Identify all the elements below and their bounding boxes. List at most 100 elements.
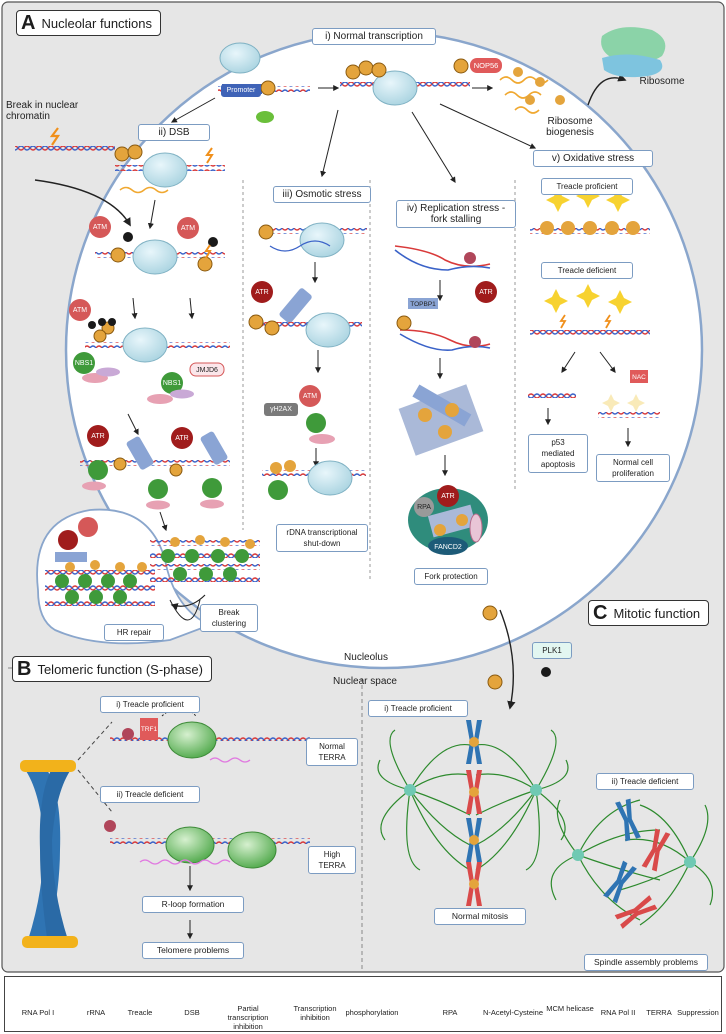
- atr-label: ATR: [175, 435, 189, 442]
- normal-spindle: [377, 729, 569, 871]
- c-proficient-tag: i) Treacle proficient: [368, 700, 468, 717]
- treacle-icon: [453, 58, 469, 74]
- high-terra-tag: High TERRA: [308, 846, 356, 874]
- rpa-label: RPA: [417, 504, 431, 511]
- break-clustering-tag: Break clustering: [200, 604, 258, 632]
- legend-item: rRNA: [70, 976, 122, 1030]
- legend-item: MCM helicase: [546, 976, 594, 1030]
- legend-label: RPA: [442, 1008, 458, 1017]
- methyl-mark: [555, 95, 565, 105]
- nbs1-label: NBS1: [162, 380, 182, 387]
- panel-letter: A: [21, 12, 36, 34]
- panel-a-label: A Nucleolar functions: [16, 10, 162, 36]
- arrow: [439, 103, 537, 149]
- nop56-label: NOP56: [473, 61, 499, 70]
- treacle-icon: [358, 60, 374, 76]
- treacle-icon: [482, 605, 498, 621]
- panel-c-label: C Mitotic function: [588, 600, 710, 626]
- rna-pol-i: [219, 42, 261, 74]
- oxidative-column: [528, 184, 660, 448]
- hr-repair-tag: HR repair: [104, 624, 164, 641]
- nucleolus-label: Nucleolus: [344, 652, 388, 663]
- arrow: [320, 109, 339, 178]
- atm-label: ATM: [72, 307, 88, 314]
- normal-chromosomes: [404, 720, 542, 906]
- chromosome-b: [20, 760, 78, 948]
- legend-item: Suppression: [674, 976, 722, 1030]
- fork-protection-tag: Fork protection: [414, 568, 488, 585]
- treacle-icon: [487, 674, 503, 690]
- b-deficient-tag: ii) Treacle deficient: [100, 786, 200, 803]
- legend-item: RNA Pol I: [12, 976, 64, 1030]
- c-deficient-tag: ii) Treacle deficient: [596, 773, 694, 790]
- dsb-title: ii) DSB: [138, 124, 210, 141]
- rdna-shutdown-tag: rDNA transcriptional shut-down: [276, 524, 368, 552]
- rna-pol-i: [372, 70, 418, 106]
- fancd2-label: FANCD2: [434, 544, 462, 551]
- atr-label: ATR: [479, 289, 493, 296]
- hr-repair-cluster: [45, 517, 155, 606]
- rloop-tag: R-loop formation: [142, 896, 244, 913]
- atm-label: ATM: [180, 225, 196, 232]
- arrow: [499, 609, 516, 710]
- zoom-line: [77, 721, 113, 761]
- atr-label: ATR: [91, 433, 105, 440]
- panel-title: Telomeric function (S-phase): [37, 661, 203, 677]
- panel-letter: C: [593, 602, 608, 624]
- ribosome-large: [601, 27, 666, 64]
- legend-item: TERRA: [640, 976, 678, 1030]
- legend-item: Partial transcription inhibition: [218, 976, 278, 1031]
- arrow: [411, 111, 456, 184]
- legend-item: phosphorylation: [340, 976, 404, 1030]
- normal-mitosis-tag: Normal mitosis: [434, 908, 526, 925]
- panel-letter: B: [17, 658, 32, 680]
- defective-chromosomes: [572, 798, 696, 929]
- jmjd6-label: JMJD6: [196, 367, 218, 374]
- treacle-icon: [345, 64, 361, 80]
- arrow: [170, 97, 216, 123]
- telomere-problems-tag: Telomere problems: [142, 942, 244, 959]
- ribosome-small: [602, 54, 663, 78]
- dsb-column: [69, 144, 260, 621]
- panel-title: Mitotic function: [613, 605, 701, 621]
- legend-label: Treacle: [127, 1008, 153, 1017]
- ubf-icon: [256, 111, 274, 123]
- legend-item: Treacle: [114, 976, 166, 1030]
- arrow: [34, 179, 131, 227]
- trf1-label: TRF1: [140, 726, 158, 733]
- dsb-bolt: [49, 127, 61, 146]
- legend-label: DSB: [184, 1008, 200, 1017]
- legend-item: N-Acetyl-Cysteine: [480, 976, 546, 1030]
- panel-b-label: B Telomeric function (S-phase): [12, 656, 212, 682]
- atm-label: ATM: [92, 224, 108, 231]
- legend-label: RNA Pol I: [21, 1008, 55, 1017]
- chromatin-dna: [15, 146, 115, 153]
- treacle-proficient-tag: Treacle proficient: [541, 178, 633, 195]
- legend-label: rRNA: [86, 1008, 106, 1017]
- legend-label: phosphorylation: [345, 1008, 399, 1017]
- arrow: [170, 594, 206, 611]
- normal-transcription-title: i) Normal transcription: [312, 28, 436, 45]
- arrow: [587, 73, 627, 106]
- nuclear-space-label: Nuclear space: [333, 676, 397, 687]
- ribosome-label: Ribosome: [639, 76, 685, 87]
- atr-label: ATR: [255, 289, 269, 296]
- spindle-problems-tag: Spindle assembly problems: [584, 954, 708, 971]
- legend-item: RPA: [424, 976, 476, 1030]
- legend-label: N-Acetyl-Cysteine: [482, 1008, 543, 1017]
- p53-apoptosis-tag: p53 mediated apoptosis: [528, 434, 588, 473]
- panel-title: Nucleolar functions: [41, 15, 153, 31]
- normal-proliferation-tag: Normal cell proliferation: [596, 454, 670, 482]
- nop56-protein: [470, 58, 502, 73]
- legend-label: MCM helicase: [546, 1004, 594, 1013]
- telomere-deficient: [104, 820, 310, 940]
- replication-column: [394, 245, 497, 555]
- topbp1-label: TOPBP1: [410, 301, 436, 308]
- treacle-icon: [260, 80, 276, 96]
- atr-label: ATR: [441, 493, 455, 500]
- b-proficient-tag: i) Treacle proficient: [100, 696, 200, 713]
- replication-title: iv) Replication stress - fork stalling: [396, 200, 516, 228]
- oxidative-title: v) Oxidative stress: [533, 150, 653, 167]
- methyl-mark: [535, 77, 545, 87]
